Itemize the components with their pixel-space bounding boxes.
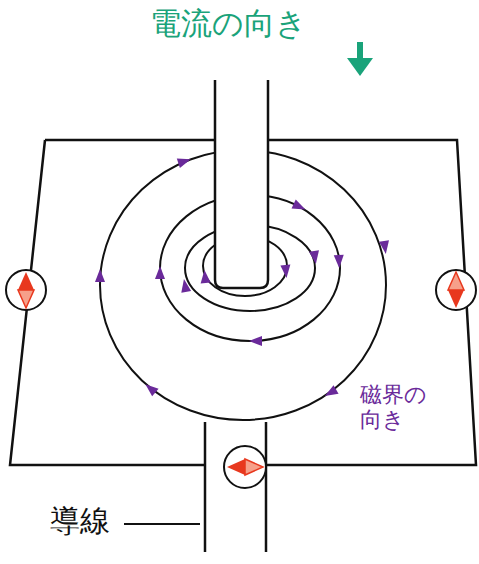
wire-label: 導線 <box>50 504 130 539</box>
current-direction-label: 電流の向き <box>150 6 350 42</box>
wire-lower <box>205 422 266 552</box>
compass-bottom <box>224 446 266 488</box>
current-arrow <box>347 42 373 76</box>
leader-line <box>124 523 200 525</box>
compass-right <box>436 270 476 310</box>
compass-left <box>6 270 46 310</box>
field-direction-label: 磁界の 向き <box>360 382 440 433</box>
wire-upper <box>215 80 268 288</box>
